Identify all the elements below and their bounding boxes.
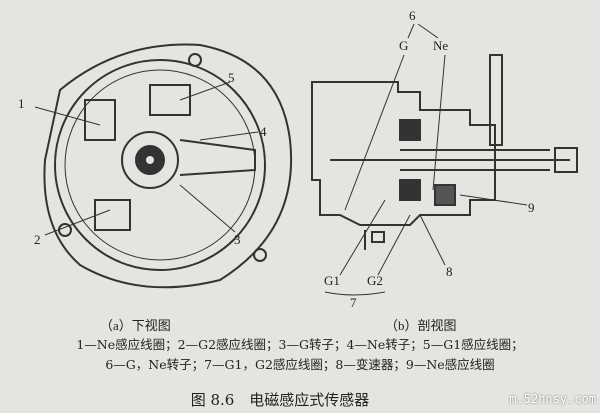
legend-line-1: 1—Ne感应线圈；2—G2感应线圈；3—G转子；4—Ne转子；5—G1感应线圈； xyxy=(76,337,524,352)
callout-g: G xyxy=(399,38,409,53)
callout-2: 2 xyxy=(34,232,41,247)
watermark: m.52hnsy.com xyxy=(509,392,596,406)
callout-3: 3 xyxy=(234,232,241,247)
callout-5: 5 xyxy=(228,70,235,85)
bottom-view-drawing xyxy=(34,43,293,289)
callout-9: 9 xyxy=(528,200,535,215)
callout-g1: G1 xyxy=(324,273,340,288)
figure-title: 图 8.6 电磁感应式传感器 xyxy=(190,391,370,409)
callout-8: 8 xyxy=(446,264,453,279)
subcaption-b: （b）剖视图 xyxy=(385,318,457,333)
section-view-drawing xyxy=(311,54,578,250)
subcaption-a: （a）下视图 xyxy=(100,318,171,333)
legend-line-2: 6—G，Ne转子；7—G1，G2感应线圈；8—变速器；9—Ne感应线圈 xyxy=(105,357,495,372)
callout-7: 7 xyxy=(350,295,357,310)
callout-6: 6 xyxy=(409,8,416,23)
leader-lines xyxy=(324,23,528,296)
callout-1: 1 xyxy=(18,96,25,111)
callout-4: 4 xyxy=(260,124,267,139)
callout-ne: Ne xyxy=(433,38,449,53)
callout-g2: G2 xyxy=(367,273,383,288)
